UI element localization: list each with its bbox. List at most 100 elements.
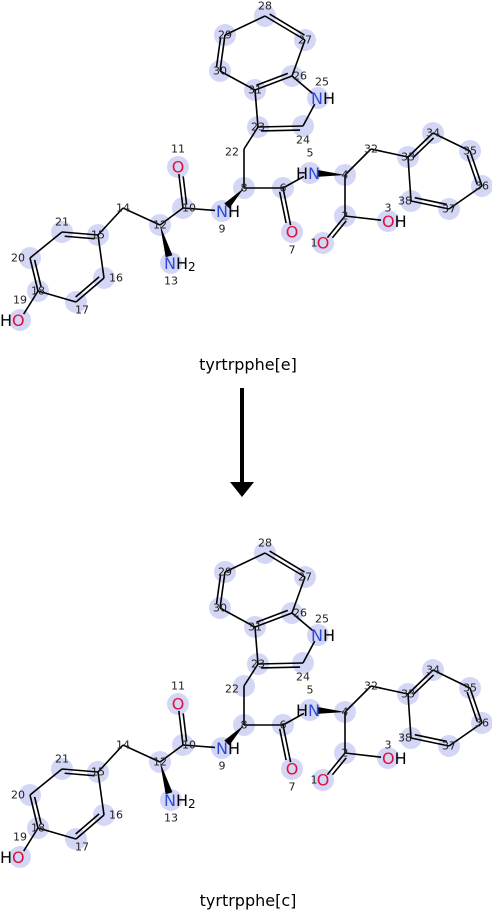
bond-33-34 xyxy=(407,132,434,158)
atom-number-13: 13 xyxy=(164,275,178,288)
bond-14-15 xyxy=(97,207,124,236)
atom-highlight-11 xyxy=(167,693,189,715)
atom-number-14: 14 xyxy=(116,739,130,752)
bond-5-6 xyxy=(282,712,305,726)
atom-number-3: 3 xyxy=(385,739,392,752)
bond-20-21 xyxy=(29,768,63,796)
atom-number-11: 11 xyxy=(171,680,185,693)
atom-highlight-5 xyxy=(299,162,321,184)
bond-15-16 xyxy=(97,771,105,816)
bond-2-3 xyxy=(344,752,382,758)
atom-highlight-3 xyxy=(377,747,399,769)
bond-33-34-second xyxy=(412,674,435,696)
atom-highlight-11 xyxy=(167,156,189,178)
bond-16-17-second xyxy=(75,276,100,298)
atom-number-24: 24 xyxy=(296,671,310,684)
bond-16-17 xyxy=(75,814,105,840)
bond-37-38 xyxy=(410,200,450,210)
atom-symbol-1: O xyxy=(317,771,330,790)
atom-number-25: 25 xyxy=(315,613,329,626)
down-arrow-icon xyxy=(230,388,254,497)
atom-number-34: 34 xyxy=(426,127,440,140)
atom-symbol-25: NH xyxy=(311,626,335,645)
atom-number-38: 38 xyxy=(398,195,412,208)
atom-number-17: 17 xyxy=(75,841,89,854)
atom-number-19: 19 xyxy=(13,831,27,844)
atom-highlight-3 xyxy=(377,210,399,232)
bond-23-24 xyxy=(257,662,304,665)
bond-35-36-second xyxy=(466,691,479,722)
bond-32-33 xyxy=(370,685,409,695)
atom-highlight-7 xyxy=(281,758,303,780)
atom-number-8: 8 xyxy=(241,719,248,732)
bond-34-35 xyxy=(432,669,471,689)
atom-number-27: 27 xyxy=(298,571,312,584)
bond-9-10 xyxy=(182,207,216,212)
bond-12-14 xyxy=(122,207,161,226)
atom-number-10: 10 xyxy=(182,202,196,215)
atom-number-7: 7 xyxy=(289,244,296,257)
bond-4-32 xyxy=(344,148,372,176)
atom-number-8: 8 xyxy=(241,182,248,195)
bond-21-15 xyxy=(61,768,99,773)
bond-26-27 xyxy=(291,39,306,77)
atom-number-11: 11 xyxy=(171,143,185,156)
atom-number-36: 36 xyxy=(475,717,489,730)
bond-32-33 xyxy=(370,148,409,158)
atom-number-25: 25 xyxy=(315,76,329,89)
bond-18-19 xyxy=(23,827,39,852)
bond-28-29 xyxy=(224,552,266,573)
caption-tyrtrpphe-c: tyrtrpphe[c] xyxy=(200,891,297,910)
bond-27-28-second xyxy=(269,13,305,36)
atom-symbol-7: O xyxy=(286,223,299,242)
atom-number-31: 31 xyxy=(248,84,262,97)
atom-number-24: 24 xyxy=(296,134,310,147)
atom-number-36: 36 xyxy=(475,180,489,193)
atom-number-9: 9 xyxy=(219,223,226,236)
bond-36-37 xyxy=(448,185,483,210)
bond-29-30-second xyxy=(215,37,222,68)
atom-number-18: 18 xyxy=(31,285,45,298)
atom-number-19: 19 xyxy=(13,294,27,307)
atom-number-27: 27 xyxy=(298,34,312,47)
bond-20-21 xyxy=(29,231,63,259)
atom-number-1: 1 xyxy=(311,774,318,787)
atom-symbol-1: O xyxy=(317,234,330,253)
bond-12-13 xyxy=(160,225,173,258)
bond-28-29 xyxy=(224,15,266,36)
atom-number-23: 23 xyxy=(251,658,265,671)
bond-10-11-second xyxy=(182,176,188,205)
bond-8-9 xyxy=(224,725,244,746)
molecule-top-highlights xyxy=(9,5,492,331)
atom-number-20: 20 xyxy=(11,789,25,802)
atom-number-6: 6 xyxy=(280,719,287,732)
bond-1-2 xyxy=(326,215,346,239)
bond-26-31 xyxy=(254,612,293,628)
bond-27-28-second xyxy=(269,550,305,573)
bond-12-14 xyxy=(122,744,161,763)
atom-number-38: 38 xyxy=(398,732,412,745)
atom-symbol-5: HN xyxy=(296,164,320,183)
bond-15-16 xyxy=(97,234,105,279)
atom-number-12: 12 xyxy=(153,756,167,769)
atom-number-4: 4 xyxy=(342,169,349,182)
atom-number-37: 37 xyxy=(442,203,456,216)
atom-number-35: 35 xyxy=(463,145,477,158)
bond-14-15 xyxy=(97,744,124,773)
bond-10-11-second xyxy=(182,713,188,742)
atom-number-35: 35 xyxy=(463,682,477,695)
bond-1-2 xyxy=(326,752,346,776)
bond-9-10 xyxy=(182,744,216,749)
bond-27-28 xyxy=(264,552,306,578)
bond-31-23 xyxy=(254,626,259,665)
bond-38-33 xyxy=(407,156,412,202)
bond-8-9 xyxy=(224,188,244,209)
molecule-bottom-bonds xyxy=(23,550,483,852)
bond-4-5 xyxy=(316,169,345,177)
atom-number-37: 37 xyxy=(442,740,456,753)
bond-23-24-second xyxy=(261,129,301,132)
bond-10-12 xyxy=(159,207,184,226)
